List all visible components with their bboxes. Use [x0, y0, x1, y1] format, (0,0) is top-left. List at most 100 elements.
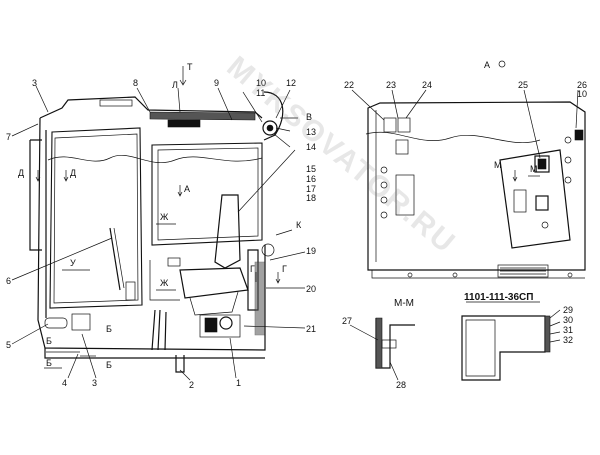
dashboard-outline: [367, 101, 586, 271]
roof-lamp: [167, 119, 201, 128]
roof-hatch: [99, 99, 133, 107]
detail-view: [461, 301, 561, 381]
switch-box: [71, 313, 91, 331]
grab-handle: [29, 139, 42, 251]
callout-21: 21: [306, 324, 316, 334]
break-line: [47, 155, 263, 163]
callout-19: 19: [306, 246, 316, 256]
section-hatch: [375, 317, 383, 369]
roof-seal: [149, 111, 256, 121]
right-leaders: [351, 89, 579, 182]
section-clip: [381, 339, 397, 349]
callout-28: 28: [396, 380, 406, 390]
callout-15: 15: [306, 164, 316, 174]
ignition-key: [537, 158, 547, 170]
callout-20: 20: [306, 284, 316, 294]
mark-d-left: Д: [18, 168, 24, 178]
switch-1: [383, 117, 397, 133]
door-window-inner: [157, 147, 259, 241]
vent-grill: [497, 264, 549, 278]
left-leaders: [11, 85, 306, 381]
mark-b-b: Б: [106, 324, 112, 334]
callout-24: 24: [422, 80, 432, 90]
callout-3-bottom: 3: [92, 378, 97, 388]
button-2: [535, 195, 549, 211]
cab-main-view: [29, 91, 284, 373]
callout-3-top: 3: [32, 78, 37, 88]
callout-32: 32: [563, 335, 573, 345]
section-mark-labels: Т Л В К Д Д А Ж Ж У Г Г Б Б Б Б М М: [18, 62, 538, 370]
pedal-rods: [151, 309, 167, 351]
cab-roof: [39, 96, 263, 119]
inner-frame: [149, 260, 180, 301]
callout-10-left: 10: [256, 78, 266, 88]
ignition-switch: [534, 155, 550, 173]
wiper-blade: [109, 227, 121, 291]
mark-k: К: [296, 220, 302, 230]
callout-4: 4: [62, 378, 67, 388]
control-unit: [199, 314, 241, 338]
break-line-right: [365, 131, 541, 144]
callout-13: 13: [306, 127, 316, 137]
door-window: [151, 142, 263, 246]
mark-g-left: Г: [250, 264, 255, 274]
callout-23: 23: [386, 80, 396, 90]
view-headings: А М-М 1101-111-36СП: [394, 60, 533, 309]
callout-16: 16: [306, 174, 316, 184]
view-a-eye-icon: [498, 60, 506, 68]
mark-g-right: Г: [282, 264, 287, 274]
callout-5: 5: [6, 340, 11, 350]
inner-latch: [167, 257, 181, 267]
mark-l: Л: [172, 80, 178, 90]
indicator-1: [513, 189, 527, 213]
drawing-number: 1101-111-36СП: [464, 292, 533, 303]
mark-m-b: М: [530, 164, 538, 174]
callout-31: 31: [563, 325, 573, 335]
door-handle: [125, 281, 136, 301]
callout-22: 22: [344, 80, 354, 90]
switch-3: [395, 139, 409, 155]
switch-2: [397, 117, 411, 133]
mark-b-c: Б: [46, 358, 52, 368]
control-panel: [499, 149, 571, 249]
callout-6: 6: [6, 276, 11, 286]
section-mm-label: М-М: [394, 298, 414, 309]
callout-17: 17: [306, 184, 316, 194]
relay: [574, 129, 584, 141]
seat-base: [189, 291, 239, 316]
floor-pipe: [175, 355, 185, 373]
unit-block: [204, 317, 218, 333]
mark-m-a: М: [494, 160, 502, 170]
callout-2: 2: [189, 380, 194, 390]
console-knob: [261, 243, 275, 257]
callout-7: 7: [6, 132, 11, 142]
callout-29: 29: [563, 305, 573, 315]
section-arrows-left: [35, 66, 298, 369]
callout-9: 9: [214, 78, 219, 88]
mark-t: Т: [187, 62, 193, 72]
mark-u: У: [70, 258, 76, 268]
unit-knob: [219, 316, 233, 330]
fan-hub: [266, 124, 274, 132]
callout-18: 18: [306, 193, 316, 203]
callout-11: 11: [256, 88, 265, 98]
switch-panel: [44, 317, 68, 329]
callout-26: 26: [577, 80, 587, 90]
callout-27: 27: [342, 316, 352, 326]
callout-8: 8: [133, 78, 138, 88]
seat-back: [214, 194, 241, 269]
dashboard-base: [371, 270, 585, 279]
plate-inner: [465, 319, 496, 377]
side-panel: [254, 261, 266, 336]
mark-b-a: Б: [46, 336, 52, 346]
left-box: [395, 174, 415, 216]
callout-14: 14: [306, 142, 316, 152]
wiper-arm: [113, 227, 125, 289]
callout-labels: 3 7 8 9 10 11 12 13 14 15 16 17 18 6 19 …: [6, 78, 587, 390]
plate-outline: [461, 315, 546, 381]
view-a: [365, 101, 586, 279]
view-a-label: А: [484, 60, 490, 70]
mark-v: В: [306, 112, 312, 122]
